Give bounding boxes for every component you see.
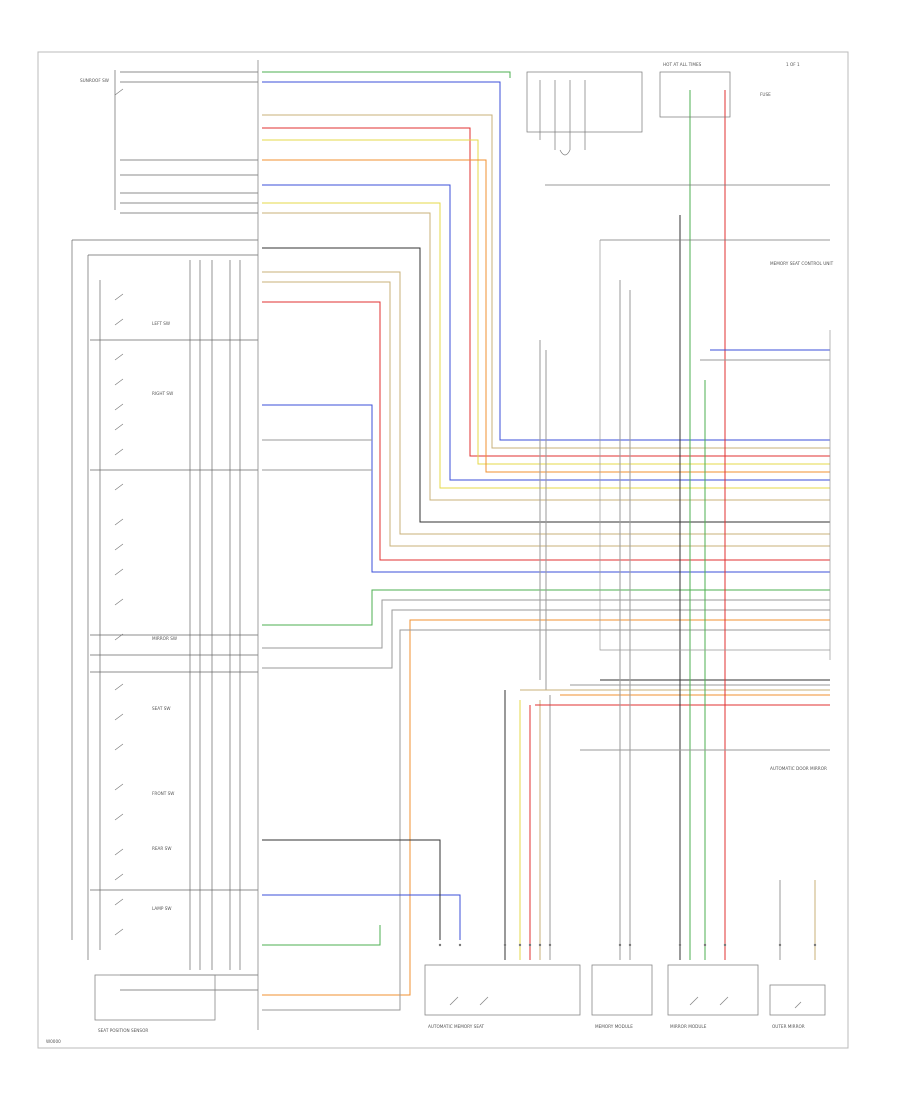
component-label: OUTER MIRROR bbox=[772, 1024, 805, 1029]
switch-label: RIGHT SW bbox=[152, 391, 173, 396]
diagram-border bbox=[37, 51, 849, 1049]
switch-label: MIRROR SW bbox=[152, 636, 177, 641]
component-label: MEMORY MODULE bbox=[595, 1024, 633, 1029]
corner-label: 1 OF 1 bbox=[786, 62, 800, 67]
footer-code: W0000 bbox=[46, 1039, 61, 1044]
switch-symbols bbox=[114, 88, 124, 936]
component-label: MIRROR MODULE bbox=[670, 1024, 707, 1029]
left-switch-stack bbox=[71, 70, 258, 991]
switch-label: FRONT SW bbox=[152, 791, 174, 796]
module-label: MEMORY SEAT CONTROL UNIT bbox=[770, 261, 834, 266]
top-relay-block bbox=[526, 71, 830, 241]
switch-label: LAMP SW bbox=[152, 906, 172, 911]
component-label: SEAT POSITION SENSOR bbox=[98, 1028, 148, 1033]
top-label: HOT AT ALL TIMES bbox=[663, 62, 702, 67]
top-label: FUSE bbox=[760, 92, 771, 97]
connector-terminals bbox=[438, 943, 817, 947]
bottom-labels: AUTOMATIC MEMORY SEAT MEMORY MODULE MIRR… bbox=[98, 1024, 805, 1033]
switch-label: LEFT SW bbox=[152, 321, 170, 326]
bottom-components bbox=[94, 964, 826, 1021]
switch-label: REAR SW bbox=[152, 846, 171, 851]
module-label: AUTOMATIC DOOR MIRROR bbox=[770, 766, 827, 771]
switch-label: SEAT SW bbox=[152, 706, 171, 711]
vertical-harness bbox=[504, 90, 830, 960]
control-unit-outline bbox=[599, 240, 831, 660]
component-label: AUTOMATIC MEMORY SEAT bbox=[428, 1024, 485, 1029]
left-switch-labels: SUNROOF SW LEFT SW RIGHT SW MIRROR SW SE… bbox=[80, 78, 177, 911]
switch-label: SUNROOF SW bbox=[80, 78, 109, 83]
